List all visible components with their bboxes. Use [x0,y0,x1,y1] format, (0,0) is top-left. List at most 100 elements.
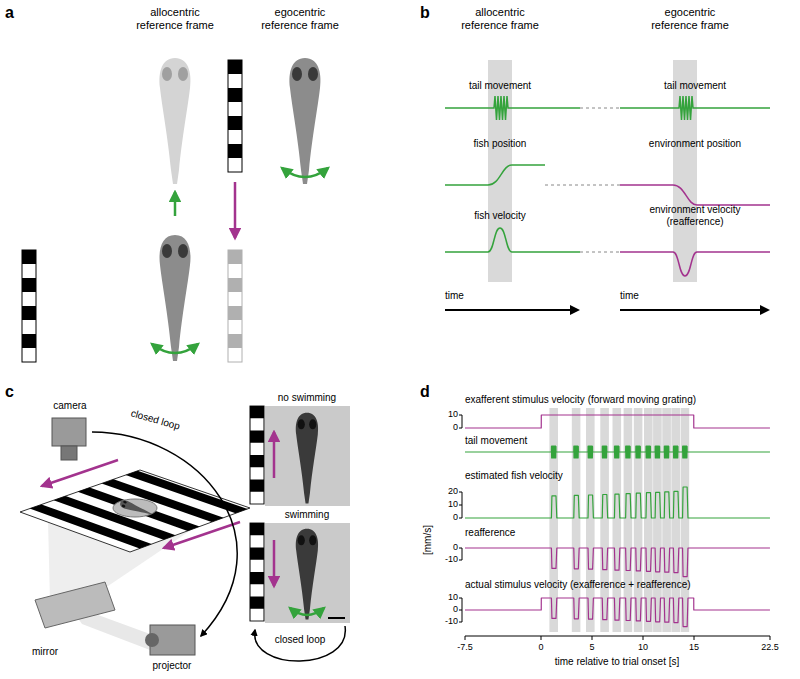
column-heading: egocentric reference frame [255,6,345,32]
fish [119,499,153,518]
tick-label: 10 [448,592,458,603]
fish [296,529,318,620]
fish [160,235,191,361]
tick-label: 10 [448,409,458,420]
y-tick [459,492,462,493]
loop-label: closed loop [129,407,181,432]
fish [160,58,191,184]
y-tick [459,622,462,623]
trace-label: environment position [649,138,741,150]
y-tick [459,548,462,549]
bout-shading [673,60,697,282]
part-label: mirror [32,646,58,658]
time-arrow [445,309,578,311]
tick-label: 0 [453,542,458,553]
y-tick [459,428,462,429]
part-label: camera [53,400,86,412]
tail-arrow [290,608,324,615]
x-tick [770,636,771,640]
fish [290,58,321,184]
tail-trace [620,96,770,120]
tick-label: 5 [589,642,594,653]
panel-d-art [459,408,770,640]
velocity-trace [620,252,770,276]
position-trace [620,185,770,205]
position-trace [445,165,545,185]
trace-label: tail movement [664,80,726,92]
y-axis [462,548,463,560]
panel-letter: d [420,382,430,401]
tick-label: 0 [453,422,458,433]
y-tick [459,518,462,519]
mirror-shape [35,582,115,628]
velocity-trace [445,228,580,252]
trace-label: fish velocity [474,210,526,222]
tick-label: -10 [445,616,458,627]
trace-label: reafference [465,527,515,539]
trace-label: tail movement [465,435,527,447]
x-axis [465,636,770,637]
panel-c-art [20,406,350,661]
grating [250,406,264,504]
motion-arrow [273,540,276,586]
tail-arrow [282,168,328,177]
axis-label: time [620,290,639,302]
trace-label: estimated fish velocity [465,470,563,482]
motion-arrow [164,522,240,548]
motion-arrow [174,192,177,216]
panel-b-art [445,60,770,310]
dashed-guides [545,108,620,252]
motion-arrow [273,432,276,478]
tick-label: 0 [453,604,458,615]
stimulus-trace [465,598,770,627]
y-tick [459,415,462,416]
fish-photo [265,523,350,623]
exafference-trace [465,415,770,428]
grating [228,60,242,172]
reafference-trace [465,548,770,577]
condition-label: no swimming [278,392,336,404]
x-tick [465,636,466,640]
grating [250,523,264,621]
axis-label: [mm/s] [422,525,434,555]
trace-label: fish position [474,138,527,150]
fish-photo [265,406,350,506]
axis-label: time [445,290,464,302]
tick-label: 0 [453,512,458,523]
tick-label: -10 [445,554,458,565]
trace-label: environment velocity (reafference) [635,204,755,228]
tick-label: -7.5 [457,642,473,653]
trace-label: exafferent stimulus velocity (forward mo… [465,394,696,406]
y-tick [459,610,462,611]
tail-trace [465,446,770,458]
tail-trace [445,96,580,120]
time-arrow [620,309,768,311]
x-tick [592,636,593,640]
column-heading: allocentric reference frame [455,6,545,32]
loop-label: closed loop [275,634,326,646]
motion-arrow [234,182,237,238]
column-heading: egocentric reference frame [645,6,735,32]
velocity-trace [465,487,770,518]
screen-grating [30,471,248,549]
loop-arrow [92,432,237,636]
loop-arrow [255,626,346,661]
motion-arrow [42,460,118,486]
projector-lens [145,633,159,647]
y-tick [459,505,462,506]
trace-label: actual stimulus velocity (exafference + … [465,579,691,591]
tail-arrow [152,344,198,353]
x-tick [541,636,542,640]
part-label: projector [153,660,192,672]
x-tick [694,636,695,640]
y-tick [459,598,462,599]
axis-label: time relative to trial onset [s] [555,656,680,668]
scale-bar [328,617,345,619]
tick-label: 10 [638,642,648,653]
panel-letter: c [5,382,14,401]
trace-label: tail movement [469,80,531,92]
tick-label: 0 [538,642,543,653]
